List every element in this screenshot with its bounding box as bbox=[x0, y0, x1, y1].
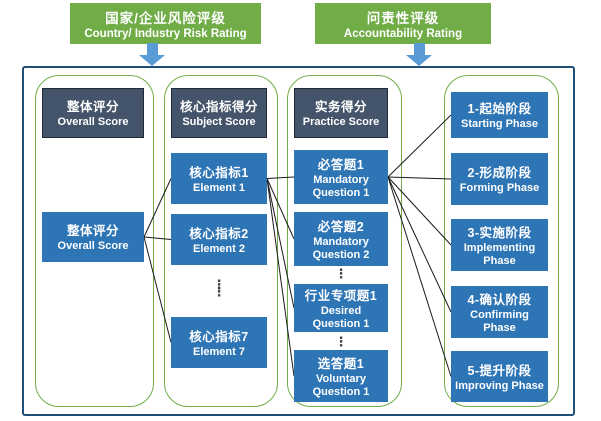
header-practice-score-zh: 实务得分 bbox=[314, 100, 367, 115]
box-phase-5-en: Improving Phase bbox=[455, 379, 544, 392]
country-risk-label-zh: 国家/企业风险评级 bbox=[105, 11, 226, 26]
down-arrow-icon bbox=[139, 43, 165, 66]
box-voluntary-q1-en: Voluntary Question 1 bbox=[312, 372, 370, 398]
header-subject-score-zh: 核心指标得分 bbox=[179, 100, 258, 115]
box-phase-4-en: Confirming Phase bbox=[470, 308, 529, 334]
header-subject-score: 核心指标得分 Subject Score bbox=[171, 88, 267, 138]
box-phase-3-zh: 3-实施阶段 bbox=[467, 225, 532, 240]
accountability-label-en: Accountability Rating bbox=[343, 28, 463, 40]
box-element-2: 核心指标2 Element 2 bbox=[171, 214, 267, 265]
box-overall-score-en: Overall Score bbox=[57, 240, 129, 253]
box-voluntary-q1-zh: 选答题1 bbox=[317, 356, 365, 371]
header-overall-score: 整体评分 Overall Score bbox=[42, 88, 144, 138]
box-phase-3-en: Implementing Phase bbox=[463, 241, 536, 267]
header-overall-score-en: Overall Score bbox=[57, 116, 129, 129]
box-phase-5-zh: 5-提升阶段 bbox=[467, 363, 532, 378]
box-desired-q1-zh: 行业专项题1 bbox=[304, 288, 378, 303]
box-phase-1-zh: 1-起始阶段 bbox=[467, 102, 532, 117]
box-phase-1: 1-起始阶段 Starting Phase bbox=[451, 92, 548, 138]
box-mandatory-q2-zh: 必答题2 bbox=[317, 219, 365, 234]
box-element-7-zh: 核心指标7 bbox=[189, 329, 249, 344]
box-phase-2-en: Forming Phase bbox=[459, 182, 540, 195]
arrow-head bbox=[139, 55, 165, 66]
header-practice-score-en: Practice Score bbox=[302, 116, 380, 129]
ellipsis-elements: ⋮ ⋮ bbox=[212, 277, 226, 300]
country-risk-label-en: Country/ Industry Risk Rating bbox=[84, 28, 247, 40]
box-element-1-zh: 核心指标1 bbox=[189, 165, 249, 180]
header-overall-score-zh: 整体评分 bbox=[66, 100, 119, 115]
box-phase-3: 3-实施阶段 Implementing Phase bbox=[451, 219, 548, 271]
box-mandatory-q1-zh: 必答题1 bbox=[317, 157, 365, 172]
box-phase-2: 2-形成阶段 Forming Phase bbox=[451, 153, 548, 205]
box-element-2-zh: 核心指标2 bbox=[189, 226, 249, 241]
box-mandatory-q2-en: Mandatory Question 2 bbox=[312, 235, 370, 261]
box-overall-score: 整体评分 Overall Score bbox=[42, 212, 144, 262]
box-phase-2-zh: 2-形成阶段 bbox=[467, 166, 532, 181]
box-element-1-en: Element 1 bbox=[193, 181, 245, 194]
box-element-7: 核心指标7 Element 7 bbox=[171, 317, 267, 368]
box-phase-4: 4-确认阶段 Confirming Phase bbox=[451, 286, 548, 338]
box-phase-5: 5-提升阶段 Improving Phase bbox=[451, 351, 548, 402]
box-desired-q1-en: Desired Question 1 bbox=[312, 304, 370, 330]
box-phase-4-zh: 4-确认阶段 bbox=[467, 292, 532, 307]
header-practice-score: 实务得分 Practice Score bbox=[294, 88, 388, 138]
ellipsis-questions-2: ⋮ bbox=[334, 334, 348, 349]
box-phase-1-en: Starting Phase bbox=[460, 118, 539, 131]
box-overall-score-zh: 整体评分 bbox=[66, 224, 119, 239]
box-element-1: 核心指标1 Element 1 bbox=[171, 153, 267, 204]
box-mandatory-q1: 必答题1 Mandatory Question 1 bbox=[294, 150, 388, 204]
accountability-label-zh: 问责性评级 bbox=[366, 11, 440, 26]
box-element-2-en: Element 2 bbox=[193, 242, 245, 255]
arrow-stem bbox=[413, 43, 425, 55]
box-voluntary-q1: 选答题1 Voluntary Question 1 bbox=[294, 350, 388, 402]
header-subject-score-en: Subject Score bbox=[182, 116, 256, 129]
arrow-head bbox=[406, 55, 432, 66]
box-element-7-en: Element 7 bbox=[193, 345, 245, 358]
box-mandatory-q2: 必答题2 Mandatory Question 2 bbox=[294, 212, 388, 266]
ellipsis-questions-1: ⋮ bbox=[334, 266, 348, 281]
country-industry-risk-rating-label: 国家/企业风险评级 Country/ Industry Risk Rating bbox=[70, 3, 261, 44]
box-mandatory-q1-en: Mandatory Question 1 bbox=[312, 173, 370, 199]
box-desired-q1: 行业专项题1 Desired Question 1 bbox=[294, 284, 388, 332]
arrow-stem bbox=[146, 43, 158, 55]
down-arrow-icon bbox=[406, 43, 432, 66]
accountability-rating-label: 问责性评级 Accountability Rating bbox=[315, 3, 491, 44]
